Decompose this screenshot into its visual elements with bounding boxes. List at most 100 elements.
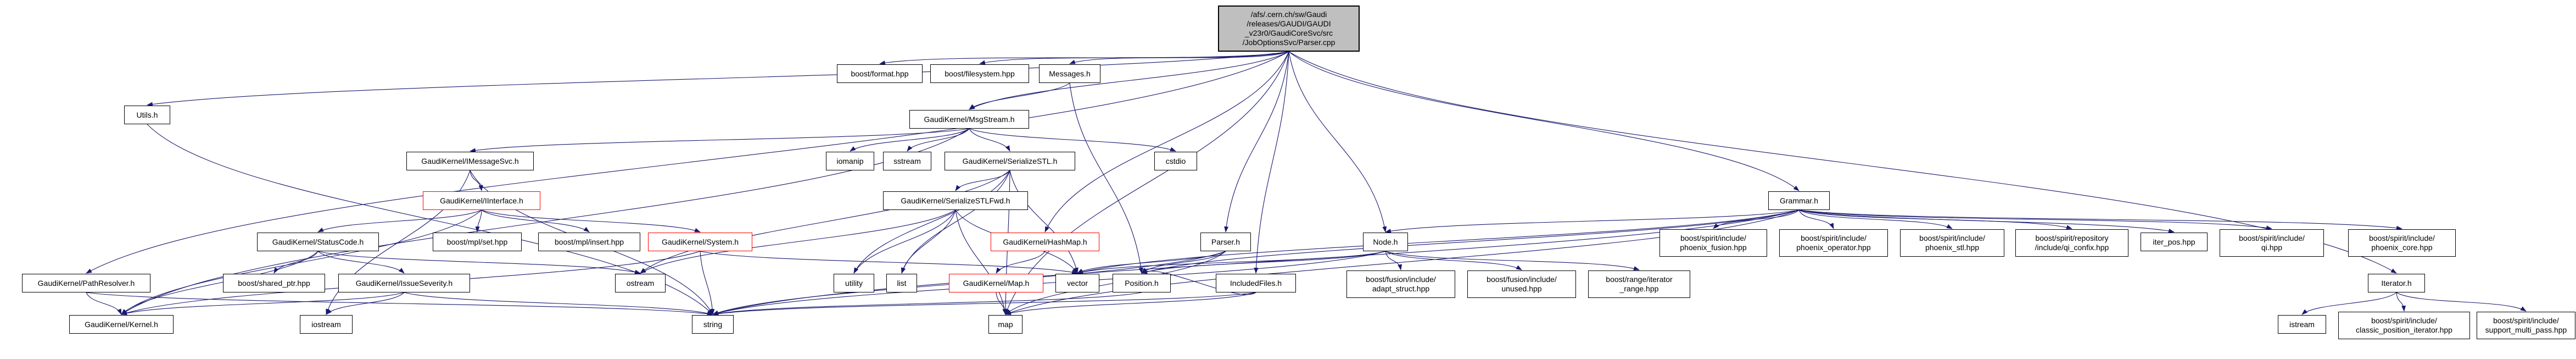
- edge-msgstream--cstdio: [969, 128, 1176, 152]
- node-position[interactable]: Position.h: [1113, 274, 1171, 292]
- node-label: string: [703, 319, 723, 329]
- edge-msgstream--iomanip: [850, 128, 970, 152]
- edge-issueseverity--kernel: [121, 292, 405, 316]
- node-phoenix_operator[interactable]: boost/spirit/include/ phoenix_operator.h…: [1779, 229, 1888, 257]
- node-utility[interactable]: utility: [834, 274, 874, 292]
- node-label: GaudiKernel/IMessageSvc.h: [421, 156, 519, 165]
- edge-root--hashmap: [1044, 51, 1289, 233]
- node-hashmap[interactable]: GaudiKernel/HashMap.h: [991, 233, 1099, 251]
- edge-root--map: [1005, 51, 1289, 315]
- node-label: boost/range/iterator _range.hpp: [1606, 275, 1673, 293]
- edge-statuscode--kernel: [121, 251, 318, 315]
- edge-serializestlfwd--list: [901, 209, 956, 274]
- edge-node_h--vector: [1077, 251, 1386, 274]
- node-label: GaudiKernel/SerializeSTL.h: [962, 156, 1058, 165]
- node-pathresolver[interactable]: GaudiKernel/PathResolver.h: [22, 274, 150, 292]
- edge-system--string: [700, 251, 715, 315]
- node-label: /afs/.cern.ch/sw/Gaudi /releases/GAUDI/G…: [1242, 10, 1336, 47]
- node-label: boost/spirit/include/ classic_position_i…: [2356, 316, 2452, 334]
- edge-iinterface--kernel: [121, 209, 482, 315]
- node-statuscode[interactable]: GaudiKernel/StatusCode.h: [257, 233, 379, 251]
- node-qi[interactable]: boost/spirit/include/ qi.hpp: [2220, 229, 2324, 257]
- edge-system--vector: [700, 251, 1078, 274]
- node-label: GaudiKernel/IssueSeverity.h: [355, 278, 453, 288]
- node-iostream[interactable]: iostream: [300, 315, 353, 334]
- node-map_h[interactable]: GaudiKernel/Map.h: [949, 274, 1043, 292]
- node-imessagesvc[interactable]: GaudiKernel/IMessageSvc.h: [406, 152, 534, 170]
- edge-grammar--node_h: [1385, 209, 1800, 234]
- node-string[interactable]: string: [692, 315, 734, 334]
- node-list[interactable]: list: [886, 274, 917, 292]
- node-label: Parser.h: [1211, 237, 1240, 246]
- node-label: utility: [845, 278, 863, 288]
- node-phoenix_stl[interactable]: boost/spirit/include/ phoenix_stl.hpp: [1900, 229, 2004, 257]
- node-shared_ptr[interactable]: boost/shared_ptr.hpp: [223, 274, 325, 292]
- edge-hashmap--map_h: [996, 251, 1046, 274]
- node-fusion_unused[interactable]: boost/fusion/include/ unused.hpp: [1467, 270, 1576, 298]
- node-grammar[interactable]: Grammar.h: [1768, 191, 1830, 210]
- node-iomanip[interactable]: iomanip: [826, 152, 874, 170]
- edge-iinterface--mpl_set: [475, 209, 482, 233]
- node-iinterface[interactable]: GaudiKernel/IInterface.h: [423, 191, 540, 210]
- edge-includedfiles--string: [712, 292, 1256, 316]
- edge-issueseverity--iostream: [326, 292, 405, 315]
- node-cstdio[interactable]: cstdio: [1154, 152, 1197, 170]
- node-support_multi_pass[interactable]: boost/spirit/include/ support_multi_pass…: [2477, 312, 2575, 339]
- edge-root--pathresolver: [86, 51, 1289, 274]
- node-iter_pos[interactable]: iter_pos.hpp: [2141, 233, 2208, 251]
- node-sstream[interactable]: sstream: [883, 152, 931, 170]
- edge-parser_h--position: [1141, 251, 1226, 274]
- node-kernel[interactable]: GaudiKernel/Kernel.h: [69, 315, 174, 334]
- node-qi_confix[interactable]: boost/spirit/repository /include/qi_conf…: [2015, 229, 2128, 257]
- edge-pathresolver--kernel: [86, 292, 122, 315]
- node-messages[interactable]: Messages.h: [1039, 64, 1100, 83]
- node-includedfiles[interactable]: IncludedFiles.h: [1216, 274, 1296, 292]
- node-mpl_insert[interactable]: boost/mpl/insert.hpp: [538, 233, 640, 251]
- node-label: boost/shared_ptr.hpp: [238, 278, 310, 288]
- edge-issueseverity--string: [404, 292, 713, 316]
- node-parser_h[interactable]: Parser.h: [1200, 233, 1251, 251]
- node-ostream[interactable]: ostream: [615, 274, 666, 292]
- node-phoenix_fusion[interactable]: boost/spirit/include/ phoenix_fusion.hpp: [1659, 229, 1767, 257]
- node-classic_position_iterator[interactable]: boost/spirit/include/ classic_position_i…: [2338, 312, 2470, 339]
- node-label: vector: [1066, 278, 1088, 288]
- node-format[interactable]: boost/format.hpp: [837, 64, 923, 83]
- node-label: iostream: [311, 319, 341, 329]
- node-label: iomanip: [836, 156, 864, 165]
- edge-statuscode--ostream: [317, 251, 641, 274]
- edge-grammar--qi: [1798, 209, 2272, 230]
- node-msgstream[interactable]: GaudiKernel/MsgStream.h: [909, 110, 1029, 129]
- edge-grammar--map: [1005, 209, 1800, 315]
- node-iterator_h[interactable]: Iterator.h: [2368, 274, 2425, 292]
- node-node_h[interactable]: Node.h: [1363, 233, 1408, 251]
- node-label: GaudiKernel/Map.h: [963, 278, 1030, 288]
- edge-serializestl--serializestlfwd: [955, 170, 1010, 191]
- edge-root--utils: [147, 51, 1289, 107]
- node-phoenix_core[interactable]: boost/spirit/include/ phoenix_core.hpp: [2348, 229, 2456, 257]
- node-system[interactable]: GaudiKernel/System.h: [648, 233, 752, 251]
- edge-node_h--iterator_range: [1385, 251, 1640, 270]
- node-issueseverity[interactable]: GaudiKernel/IssueSeverity.h: [338, 274, 470, 292]
- node-filesystem[interactable]: boost/filesystem.hpp: [930, 64, 1029, 83]
- node-map[interactable]: map: [988, 315, 1022, 334]
- node-label: cstdio: [1165, 156, 1186, 165]
- edge-includedfiles--map: [1005, 292, 1256, 315]
- edge-msgstream--serializestl: [969, 128, 1010, 152]
- node-vector[interactable]: vector: [1055, 274, 1099, 292]
- edge-messages--position: [1069, 82, 1143, 274]
- node-utils[interactable]: Utils.h: [124, 106, 170, 124]
- edge-serializestlfwd--ostream: [640, 209, 956, 274]
- node-label: boost/spirit/include/ phoenix_core.hpp: [2369, 234, 2435, 252]
- node-root[interactable]: /afs/.cern.ch/sw/Gaudi /releases/GAUDI/G…: [1218, 5, 1360, 52]
- node-serializestlfwd[interactable]: GaudiKernel/SerializeSTLFwd.h: [883, 191, 1028, 210]
- node-mpl_set[interactable]: boost/mpl/set.hpp: [433, 233, 522, 251]
- node-adapt_struct[interactable]: boost/fusion/include/ adapt_struct.hpp: [1346, 270, 1455, 298]
- edge-iinterface--mpl_insert: [481, 209, 590, 233]
- node-iterator_range[interactable]: boost/range/iterator _range.hpp: [1588, 270, 1690, 298]
- node-istream[interactable]: istream: [2278, 315, 2326, 334]
- edge-msgstream--imessagesvc: [470, 128, 970, 153]
- node-serializestl[interactable]: GaudiKernel/SerializeSTL.h: [945, 152, 1075, 170]
